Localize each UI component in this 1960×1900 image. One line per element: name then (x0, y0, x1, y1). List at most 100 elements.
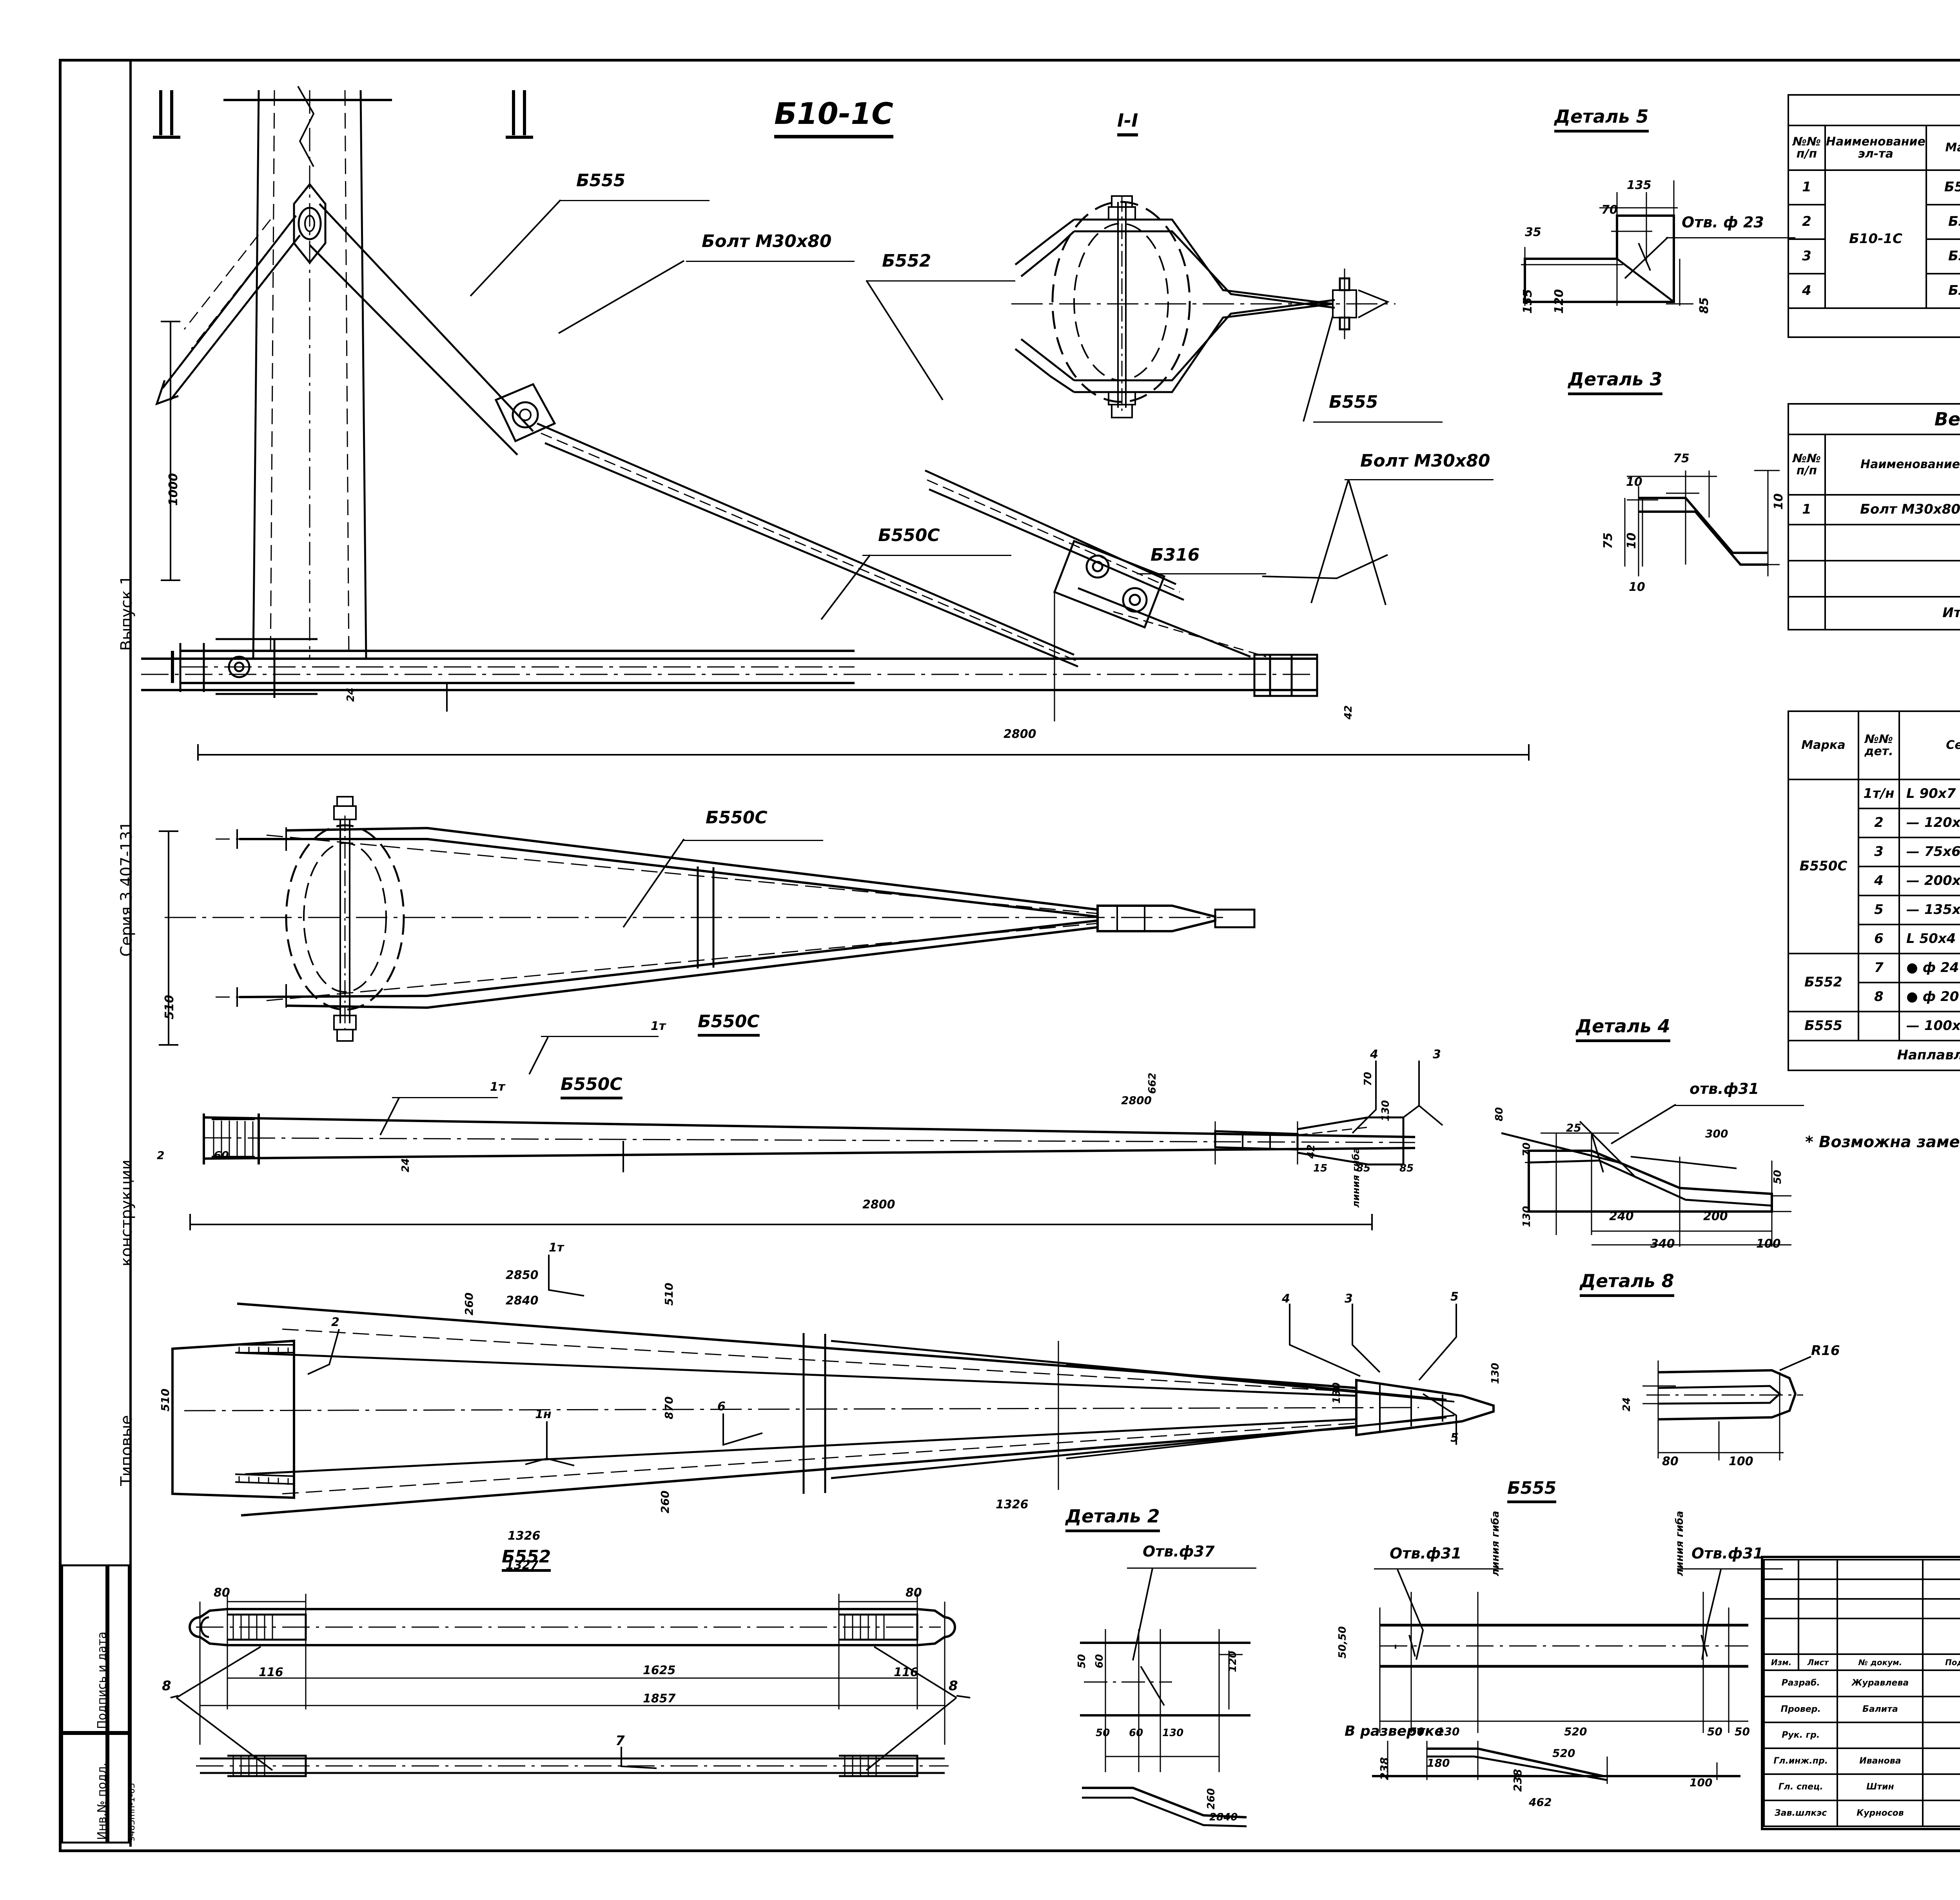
table-row: 5 — 135х16 155 2 2,2 4 (1788, 895, 1960, 925)
dim-detail2-130: 130 (1162, 1727, 1184, 1739)
dim-lower-1n: 1н (535, 1408, 552, 1421)
label-otv31-razv: Отв.ф31 (1390, 1545, 1462, 1562)
dim-detail4-50: 50 (1772, 1170, 1784, 1184)
bolts-title: Ведомость монтажных болтов (1788, 403, 1960, 435)
dim-detail5-85: 85 (1697, 297, 1711, 314)
rev-col-ndok: № докум. (1837, 1653, 1924, 1671)
dim-b555-80: 80 (1662, 1455, 1679, 1468)
cell-marka: Б555 (1788, 1011, 1859, 1041)
dim-detail2-260: 260 (1205, 1788, 1217, 1809)
cell-marka: Б550С (1788, 779, 1859, 954)
main-elevation-joint (141, 469, 1318, 721)
dim-side-liniya-giba: линия гиба (1350, 1147, 1361, 1208)
section-label-I-I: I-I (1117, 110, 1138, 136)
dim-side-42: 42 (1305, 1144, 1317, 1159)
cell-section: — 100х6 (1898, 1011, 1960, 1041)
dim-side-2: 2 (157, 1149, 165, 1162)
dim-lower-260: 260 (463, 1292, 475, 1315)
dim-b552-1625: 1625 (643, 1664, 676, 1677)
dim-detail3-10a: 10 (1626, 475, 1642, 489)
cell-num: 2 (1788, 204, 1826, 240)
dim-b552-80a: 80 (214, 1586, 230, 1600)
cell-det (1858, 1011, 1900, 1041)
dim-42: 42 (1343, 705, 1354, 719)
caption-detail-3: Деталь 3 (1568, 369, 1662, 395)
role-1: Провер. (1763, 1695, 1838, 1723)
cell-num: 3 (1788, 238, 1826, 274)
dim-lower-3: 3 (1345, 1292, 1353, 1306)
col-num: №№ п/п (1788, 434, 1826, 496)
dim-b552-116a: 116 (259, 1666, 283, 1679)
cell-name: Болт М30х80 (1824, 494, 1960, 525)
dim-detail3-10d: 10 (1629, 580, 1645, 594)
dim-lower-1t: 1т (549, 1241, 564, 1255)
drawing-title: Б10-1С (774, 96, 893, 138)
table-row: Б555 — 100х6 800 1 3,8 4 4 (1788, 1011, 1960, 1041)
dim-razv-238b: 238 (1511, 1769, 1524, 1792)
dim-detail4-240: 240 (1609, 1210, 1634, 1223)
dim-razv-50c: 50 (1707, 1725, 1722, 1738)
table-row-empty (1788, 560, 1960, 598)
left-line4-label: Типовые (118, 1415, 136, 1486)
table-row: Б552 7 ● ф 24 1625 1 — 5,8 6 7 гнуть в г… (1788, 953, 1960, 1012)
cell-marka: Б316 (1925, 273, 1960, 309)
dim-detail5-70: 70 (1601, 203, 1618, 217)
lower-assembly-view (171, 1302, 1495, 1517)
dim-razv-50d: 50 (1735, 1725, 1750, 1738)
dim-b552-8a: 8 (162, 1678, 171, 1694)
role-0: Разраб. (1763, 1669, 1838, 1697)
dim-side-662: 662 (1147, 1072, 1158, 1094)
left-issue-label: Выпуск 1 (118, 575, 136, 651)
dim-b555-24: 24 (1621, 1397, 1633, 1411)
role-4: Гл. спец. (1763, 1773, 1838, 1801)
dim-b552-1857: 1857 (643, 1692, 676, 1706)
table-row: 2 Б552 1 7 7 —"— —"— (1788, 204, 1960, 240)
dim-detail4-70: 70 (1521, 1142, 1533, 1157)
role-5: Зав.шлкэс (1763, 1799, 1838, 1827)
dim-detail5-120: 120 (1552, 289, 1566, 314)
cell-num: 4 (1788, 273, 1826, 309)
razvertka-view (1372, 1592, 1748, 1784)
cell-det: 6 (1858, 924, 1900, 954)
dim-detail3-10c: 10 (1625, 532, 1639, 549)
dim-razv-100: 100 (1690, 1776, 1713, 1789)
table-row: 3 Б555 2 4 8 —"— —"— (1788, 238, 1960, 274)
dim-mark-4: 4 (1370, 1048, 1378, 1061)
dim-detail4-80: 80 (1494, 1107, 1505, 1121)
dim-razv-238: 238 (1378, 1757, 1391, 1780)
role-1-name: Балита (1837, 1695, 1924, 1723)
dim-detail2-5060: 50 (1076, 1654, 1088, 1668)
cell-num: 1 (1788, 494, 1826, 525)
section-I-I-view (1011, 195, 1396, 418)
detail-3-view (1624, 470, 1780, 576)
main-elevation-view (153, 86, 1078, 668)
dim-lower-2800: 2800 (862, 1198, 895, 1212)
dim-side-1t: 1т (490, 1080, 505, 1094)
table-row: 4 — 200х10 440 1 4,1 4 (1788, 866, 1960, 896)
col-name: Наименование (1824, 434, 1960, 496)
dim-detail4-300: 300 (1705, 1127, 1728, 1140)
dim-lower-2: 2 (331, 1315, 339, 1329)
cell-section: L 90х7 * (1898, 779, 1960, 809)
table-row: 3 — 75х6 75 4 — 0,1 — (1788, 837, 1960, 867)
dim-b555-100: 100 (1729, 1455, 1753, 1468)
dim-lower-2850: 2850 (506, 1268, 539, 1282)
dim-b555-130: 130 (1490, 1362, 1501, 1384)
caption-detail-2: Деталь 2 (1065, 1506, 1160, 1532)
dim-side-2800b: 2800 (1121, 1094, 1152, 1107)
caption-b555-detail: Б555 (1507, 1478, 1557, 1503)
table-total-row: Итого на траверсу 2,3 0,7 0,4 ~ 3кг (1788, 596, 1960, 630)
label-otv-23: Отв. ф 23 (1682, 214, 1764, 231)
plan-view (165, 796, 1256, 1042)
caption-detail-8: Деталь 8 (1580, 1270, 1674, 1297)
dim-detail4-25: 25 (1566, 1121, 1581, 1134)
dim-detail4-340: 340 (1650, 1237, 1675, 1251)
detail-2-view (1080, 1629, 1250, 1827)
cell-det: 1т/н (1858, 779, 1900, 809)
label-b550c-plan: Б550С (698, 1012, 760, 1037)
role-3-name: Иванова (1837, 1747, 1924, 1775)
dim-plan-1t: 1т (651, 1019, 666, 1033)
cell-section: — 200х10 (1898, 866, 1960, 896)
dim-lower-5: 5 (1450, 1290, 1459, 1304)
